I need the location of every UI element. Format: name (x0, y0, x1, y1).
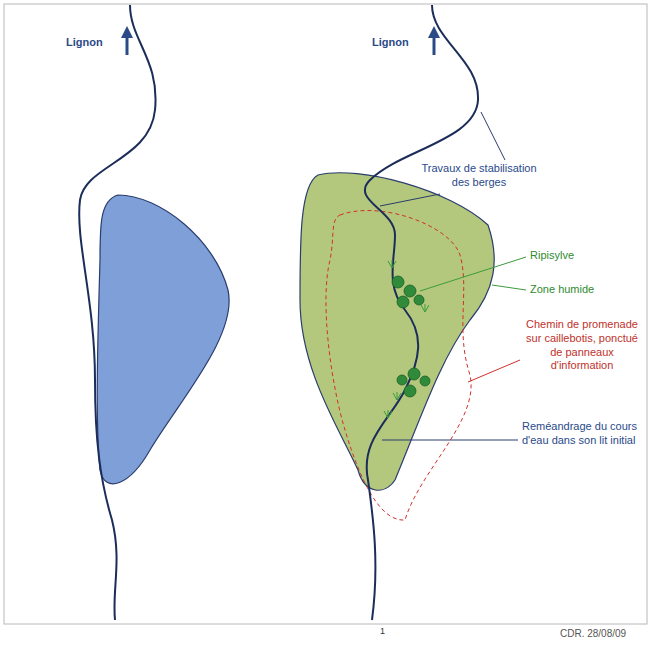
boardwalk-path (326, 211, 471, 521)
credit-date: CDR. 28/08/09 (560, 628, 626, 641)
flow-arrow (126, 32, 129, 55)
leader-lines (380, 112, 526, 440)
reeds (384, 260, 429, 418)
river (365, 5, 478, 620)
work-label: Travaux de stabilisation des berges (418, 162, 540, 190)
vegetation-label: Ripisylve (530, 249, 574, 263)
flow-arrow (433, 32, 436, 55)
river-name: Lignon (372, 36, 409, 50)
wetland (300, 173, 494, 490)
frame (4, 4, 647, 624)
restoration-label: Reméandrage du cours d'eau dans son lit … (522, 420, 644, 448)
river-name: Lignon (66, 36, 103, 50)
riparian-trees (392, 276, 430, 397)
page-number: 1 (380, 626, 385, 637)
water-body (97, 195, 229, 484)
wetland-label: Zone humide (530, 283, 594, 297)
river (79, 5, 155, 620)
path-label: Chemin de promenade sur caillebotis, pon… (522, 318, 642, 373)
